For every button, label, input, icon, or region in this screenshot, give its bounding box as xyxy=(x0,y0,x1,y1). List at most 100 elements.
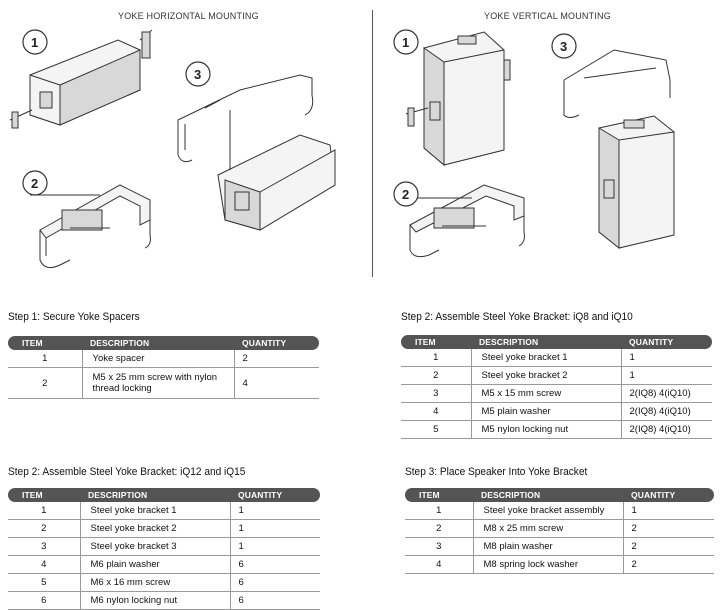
description-cell: M8 plain washer xyxy=(472,537,623,556)
item-cell: 2 xyxy=(8,519,80,538)
quantity-cell: 1 xyxy=(622,502,714,520)
quantity-cell: 1 xyxy=(229,519,320,538)
badge-h3: 3 xyxy=(185,61,211,87)
col-quantity-header: QUANTITY xyxy=(234,336,319,350)
item-cell: 1 xyxy=(401,349,471,367)
item-cell: 2 xyxy=(8,367,82,399)
item-cell: 3 xyxy=(405,537,473,556)
quantity-cell: 2(IQ8) 4(iQ10) xyxy=(620,384,712,403)
badge-v1: 1 xyxy=(393,29,419,55)
svg-text:1: 1 xyxy=(402,35,409,50)
quantity-cell: 1 xyxy=(229,537,320,556)
quantity-cell: 2(IQ8) 4(iQ10) xyxy=(620,420,712,439)
col-quantity-header: QUANTITY xyxy=(621,335,712,349)
vertical-yoke-step3-drawing xyxy=(563,49,675,250)
table-row: 1 Yoke spacer 2 xyxy=(8,350,319,368)
horizontal-speaker-step1-drawing xyxy=(9,29,153,129)
col-quantity-header: QUANTITY xyxy=(623,488,714,502)
item-cell: 3 xyxy=(8,537,80,556)
quantity-cell: 1 xyxy=(620,349,712,367)
quantity-cell: 1 xyxy=(229,502,320,520)
quantity-cell: 2 xyxy=(622,519,714,538)
item-cell: 5 xyxy=(401,420,471,439)
col-item-header: ITEM xyxy=(401,335,471,349)
item-cell: 3 xyxy=(401,384,471,403)
step2-iq8-iq10-title: Step 2: Assemble Steel Yoke Bracket: iQ8… xyxy=(401,311,633,323)
item-cell: 6 xyxy=(8,591,80,610)
vertical-mounting-illustration: 1 2 3 xyxy=(393,29,675,258)
badge-h1: 1 xyxy=(22,29,48,55)
step1-parts-table: ITEM DESCRIPTION QUANTITY 1 Yoke spacer … xyxy=(8,336,319,399)
horizontal-bracket-step2-drawing xyxy=(30,184,151,269)
step1-title: Step 1: Secure Yoke Spacers xyxy=(8,311,140,323)
svg-text:3: 3 xyxy=(194,67,201,82)
badge-v3: 3 xyxy=(551,33,577,59)
description-cell: Steel yoke bracket 1 xyxy=(470,349,621,367)
item-cell: 4 xyxy=(401,402,471,421)
description-cell: Steel yoke bracket assembly xyxy=(472,502,623,520)
description-cell: M6 x 16 mm screw xyxy=(79,573,230,592)
item-cell: 2 xyxy=(405,519,473,538)
quantity-cell: 6 xyxy=(229,555,320,574)
horizontal-yoke-step3-drawing xyxy=(177,74,336,231)
quantity-cell: 2 xyxy=(622,537,714,556)
quantity-cell: 4 xyxy=(233,367,319,399)
col-description-header: DESCRIPTION xyxy=(473,488,623,502)
description-cell: M8 x 25 mm screw xyxy=(472,519,623,538)
description-cell: M5 x 25 mm screw with nylon thread locki… xyxy=(81,367,234,399)
quantity-cell: 1 xyxy=(620,366,712,385)
item-cell: 2 xyxy=(401,366,471,385)
item-cell: 1 xyxy=(8,350,82,368)
step3-title: Step 3: Place Speaker Into Yoke Bracket xyxy=(405,466,588,478)
col-description-header: DESCRIPTION xyxy=(82,336,234,350)
description-cell: Steel yoke bracket 3 xyxy=(79,537,230,556)
vertical-mounting-heading: YOKE VERTICAL MOUNTING xyxy=(484,11,611,21)
quantity-cell: 2 xyxy=(622,555,714,574)
table-row: 2 M5 x 25 mm screw with nylon thread loc… xyxy=(8,367,319,399)
description-cell: Steel yoke bracket 1 xyxy=(79,502,230,520)
description-cell: Steel yoke bracket 2 xyxy=(79,519,230,538)
svg-text:3: 3 xyxy=(560,39,567,54)
description-cell: Steel yoke bracket 2 xyxy=(470,366,621,385)
quantity-cell: 2 xyxy=(233,350,319,368)
quantity-cell: 2(IQ8) 4(iQ10) xyxy=(620,402,712,421)
svg-text:2: 2 xyxy=(31,176,38,191)
quantity-cell: 6 xyxy=(229,591,320,610)
vertical-speaker-step1-drawing xyxy=(405,31,511,167)
description-cell: Yoke spacer xyxy=(81,350,234,368)
item-cell: 4 xyxy=(8,555,80,574)
description-cell: M5 nylon locking nut xyxy=(470,420,621,439)
badge-h2: 2 xyxy=(22,170,48,196)
step2-iq12-iq15-title: Step 2: Assemble Steel Yoke Bracket: iQ1… xyxy=(8,466,246,478)
col-description-header: DESCRIPTION xyxy=(471,335,621,349)
col-item-header: ITEM xyxy=(8,488,80,502)
quantity-cell: 6 xyxy=(229,573,320,592)
description-cell: M6 plain washer xyxy=(79,555,230,574)
description-cell: M8 spring lock washer xyxy=(472,555,623,574)
description-cell: M5 x 15 mm screw xyxy=(470,384,621,403)
vertical-bracket-step2-drawing xyxy=(402,184,525,258)
item-cell: 4 xyxy=(405,555,473,574)
col-item-header: ITEM xyxy=(8,336,82,350)
col-item-header: ITEM xyxy=(405,488,473,502)
item-cell: 1 xyxy=(8,502,80,520)
badge-v2: 2 xyxy=(393,181,419,207)
item-cell: 1 xyxy=(405,502,473,520)
horizontal-mounting-heading: YOKE HORIZONTAL MOUNTING xyxy=(118,11,259,21)
